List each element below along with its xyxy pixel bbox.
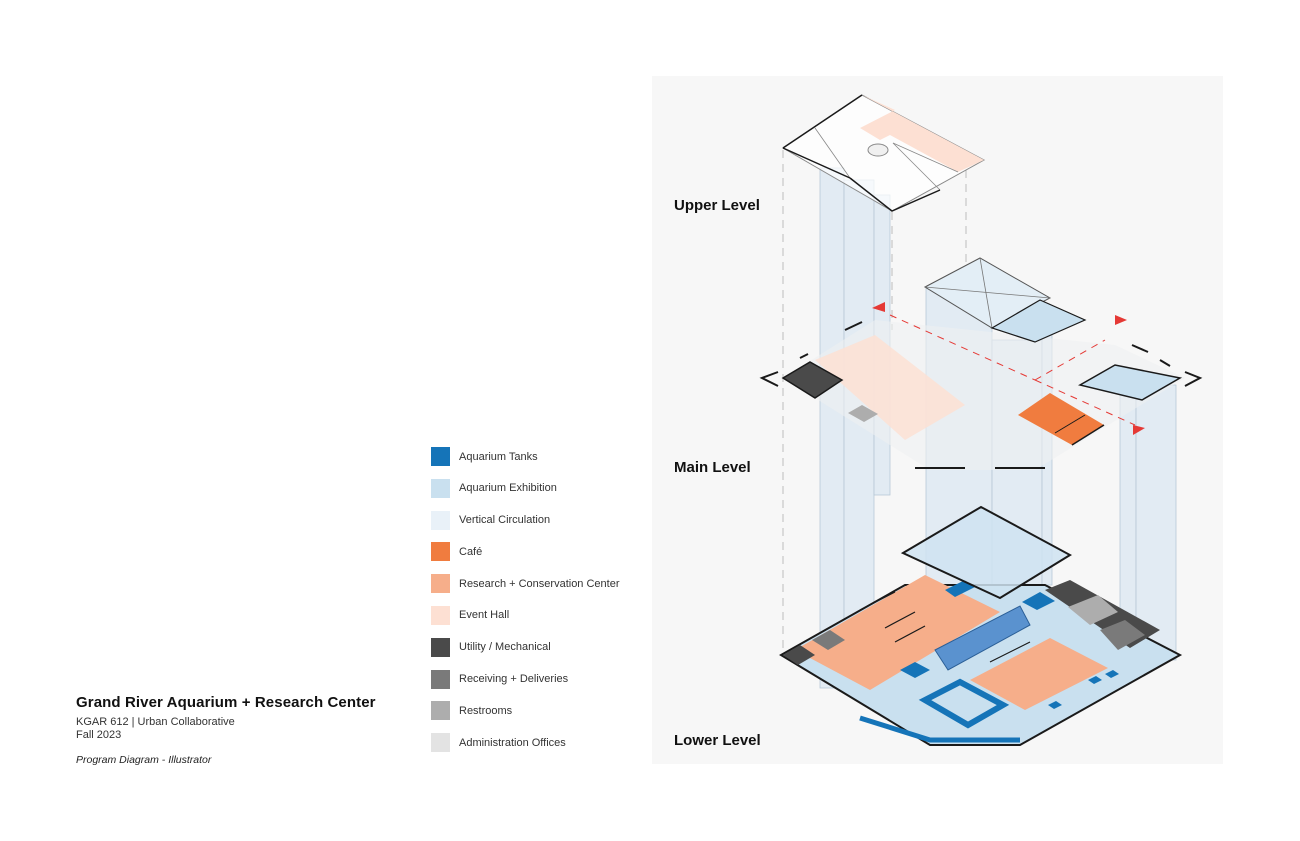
legend-label: Administration Offices	[459, 736, 566, 749]
cafe	[1018, 393, 1104, 445]
utility-main	[781, 361, 844, 399]
exhibition-tower	[990, 299, 1087, 343]
term-label: Fall 2023	[76, 729, 122, 741]
tank	[1088, 676, 1102, 684]
research-center-right	[970, 638, 1108, 710]
main-level-plate	[759, 257, 1203, 470]
legend-swatch	[431, 447, 450, 466]
chevron-right-icon	[1184, 371, 1203, 387]
legend-item-administration-offices: Administration Offices	[431, 733, 620, 753]
program-legend: Aquarium Tanks Aquarium Exhibition Verti…	[431, 447, 620, 765]
entry-marker	[1133, 425, 1145, 435]
legend-swatch	[431, 574, 450, 594]
project-title: Grand River Aquarium + Research Center	[76, 694, 376, 711]
level-label-upper: Upper Level	[674, 197, 760, 214]
stair-cylinder	[867, 143, 889, 157]
legend-item-research-conservation: Research + Conservation Center	[431, 574, 620, 594]
tank	[1048, 701, 1062, 709]
entry-marker	[872, 302, 885, 312]
guide-lines	[782, 150, 967, 650]
restroom-right	[1068, 595, 1118, 625]
event-hall	[815, 335, 965, 440]
legend-item-cafe: Café	[431, 542, 620, 562]
legend-label: Event Hall	[459, 609, 510, 622]
legend-item-aquarium-tanks: Aquarium Tanks	[431, 447, 620, 466]
level-label-lower: Lower Level	[674, 732, 761, 749]
tank	[945, 580, 975, 597]
atrium-skylight	[900, 505, 1073, 600]
chevron-left-icon	[759, 371, 779, 387]
legend-label: Aquarium Exhibition	[459, 482, 557, 495]
tank	[1022, 592, 1055, 610]
tunnel-tank	[934, 605, 1031, 671]
legend-swatch	[431, 701, 450, 721]
legend-label: Café	[459, 545, 483, 558]
legend-swatch	[431, 542, 450, 562]
legend-swatch	[431, 669, 450, 689]
tank	[900, 662, 930, 678]
legend-swatch	[431, 637, 450, 657]
legend-label: Research + Conservation Center	[459, 577, 620, 590]
event-hall-upper	[860, 95, 984, 172]
legend-label: Aquarium Tanks	[459, 450, 538, 463]
project-title-block: Grand River Aquarium + Research Center K…	[76, 694, 376, 766]
restroom-main	[848, 405, 878, 422]
receiving-right	[1100, 620, 1145, 650]
diagram-caption: Program Diagram - Illustrator	[76, 754, 212, 766]
legend-swatch	[431, 510, 450, 530]
tank-big-loop	[918, 678, 1010, 729]
legend-item-utility-mechanical: Utility / Mechanical	[431, 637, 620, 657]
legend-item-receiving-deliveries: Receiving + Deliveries	[431, 669, 620, 689]
legend-label: Receiving + Deliveries	[459, 673, 569, 686]
upper-level-plate	[782, 94, 986, 212]
course-label: KGAR 612 | Urban Collaborative	[76, 716, 235, 728]
receiving-left	[812, 630, 845, 650]
level-label-main: Main Level	[674, 459, 751, 476]
legend-item-restrooms: Restrooms	[431, 701, 620, 721]
entry-marker	[1115, 315, 1127, 325]
edge-tank	[859, 715, 1020, 743]
legend-swatch	[431, 605, 450, 625]
exhibition-right	[1077, 364, 1183, 401]
legend-label: Restrooms	[459, 704, 513, 717]
legend-item-aquarium-exhibition: Aquarium Exhibition	[431, 478, 620, 498]
legend-swatch	[431, 478, 450, 498]
legend-label: Utility / Mechanical	[459, 641, 551, 654]
utility-left	[783, 645, 815, 665]
legend-item-event-hall: Event Hall	[431, 605, 620, 625]
legend-item-vertical-circulation: Vertical Circulation	[431, 510, 620, 530]
legend-label: Vertical Circulation	[459, 514, 551, 527]
research-center-left	[795, 575, 1000, 690]
tank	[1105, 670, 1119, 678]
legend-swatch	[431, 733, 450, 753]
lower-level-plate	[779, 505, 1183, 746]
